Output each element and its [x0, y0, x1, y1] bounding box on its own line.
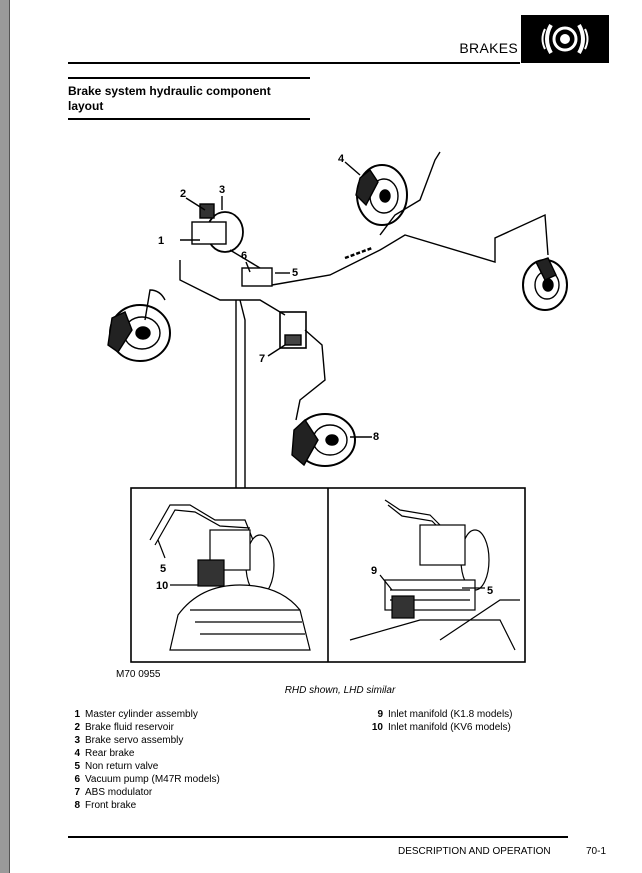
- callout-2: 2: [180, 188, 187, 200]
- footer-section-label: DESCRIPTION AND OPERATION: [398, 846, 551, 857]
- section-rule-bottom: [68, 118, 310, 120]
- legend-item: 1 Master cylinder assembly: [60, 708, 220, 721]
- legend-num: 6: [74, 774, 80, 785]
- legend-num: 4: [74, 748, 80, 759]
- legend-item: 8 Front brake: [60, 799, 220, 812]
- header-rule: [68, 62, 520, 64]
- legend-num: 7: [74, 787, 80, 798]
- legend-item: 4 Rear brake: [60, 747, 220, 760]
- legend-right: 9 Inlet manifold (K1.8 models) 10 Inlet ma…: [363, 708, 513, 734]
- header-section-name: BRAKES: [459, 40, 518, 56]
- binding-strip: [0, 0, 9, 873]
- legend-num: 9: [377, 709, 383, 720]
- callout-6: 6: [241, 250, 248, 262]
- legend-item: 10 Inlet manifold (KV6 models): [363, 721, 513, 734]
- legend-item: 6 Vacuum pump (M47R models): [60, 773, 220, 786]
- legend-text: Inlet manifold (KV6 models): [388, 722, 511, 733]
- legend-text: Rear brake: [85, 748, 135, 759]
- legend-text: Vacuum pump (M47R models): [85, 774, 220, 785]
- legend-item: 7 ABS modulator: [60, 786, 220, 799]
- binding-edge: [9, 0, 10, 873]
- callout-5: 5: [292, 267, 299, 279]
- legend-text: Brake fluid reservoir: [85, 722, 174, 733]
- figure-caption: RHD shown, LHD similar: [284, 685, 396, 696]
- legend-text: ABS modulator: [85, 787, 153, 798]
- legend-text: Master cylinder assembly: [85, 709, 198, 720]
- legend-left: 1 Master cylinder assembly 2 Brake fluid r…: [60, 708, 220, 812]
- legend-item: 2 Brake fluid reservoir: [60, 721, 220, 734]
- legend-item: 5 Non return valve: [60, 760, 220, 773]
- legend-text: Brake servo assembly: [85, 735, 184, 746]
- legend-num: 3: [74, 735, 80, 746]
- brakes-logo-icon: [521, 15, 609, 63]
- section-rule-top: [68, 77, 310, 79]
- legend-num: 8: [74, 800, 80, 811]
- legend-num: 2: [74, 722, 80, 733]
- inset-callout-5-right: 5: [487, 585, 494, 597]
- figure-reference: M70 0955: [116, 669, 161, 680]
- inset-callout-5-left: 5: [160, 563, 167, 575]
- legend-num: 1: [74, 709, 80, 720]
- legend-text: Inlet manifold (K1.8 models): [388, 709, 513, 720]
- callout-7: 7: [259, 353, 266, 365]
- callout-3: 3: [219, 184, 226, 196]
- inset-callout-9: 9: [371, 565, 378, 577]
- legend-item: 9 Inlet manifold (K1.8 models): [363, 708, 513, 721]
- footer-rule: [68, 836, 568, 838]
- section-title: Brake system hydraulic component layout: [68, 84, 271, 113]
- hydraulic-layout-illustration: 1 2 3 4 5 6 7 8 5 10 9 5: [107, 151, 568, 663]
- callout-8: 8: [373, 431, 380, 443]
- footer-page-number: 70-1: [586, 846, 607, 857]
- legend-num: 10: [371, 722, 383, 733]
- legend-num: 5: [74, 761, 80, 772]
- legend-item: 3 Brake servo assembly: [60, 734, 220, 747]
- inset-callout-10: 10: [156, 580, 169, 592]
- legend-text: Non return valve: [85, 761, 159, 772]
- callout-1: 1: [158, 235, 165, 247]
- legend-text: Front brake: [85, 800, 137, 811]
- callout-4: 4: [338, 153, 345, 165]
